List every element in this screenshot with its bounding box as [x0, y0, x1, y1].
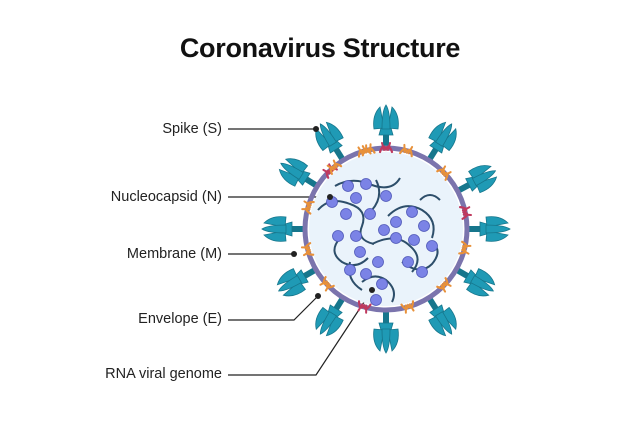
leader-line-rna	[228, 289, 373, 376]
label-envelope: Envelope (E)	[138, 311, 222, 327]
membrane-protein	[300, 242, 315, 257]
nucleocapsid-bead	[408, 234, 420, 246]
nucleocapsid-bead	[378, 224, 390, 236]
label-nucleocapsid: Nucleocapsid (N)	[110, 189, 222, 205]
rna-strand	[401, 243, 439, 271]
envelope-protein	[378, 142, 394, 154]
nucleocapsid-bead	[340, 208, 352, 220]
rna-strand	[333, 237, 369, 267]
nucleocapsid-bead	[376, 278, 388, 290]
nucleocapsid-bead	[402, 256, 414, 268]
leader-dot	[315, 293, 321, 299]
leader-dot	[291, 251, 297, 257]
envelope-protein	[458, 206, 472, 220]
nucleocapsid-bead	[418, 220, 430, 232]
envelope-protein	[357, 300, 372, 314]
rna-strand	[387, 205, 435, 239]
nucleocapsid-bead	[380, 190, 392, 202]
label-membrane: Membrane (M)	[126, 246, 222, 262]
nucleocapsid-bead	[364, 208, 376, 220]
label-rna-genome: RNA viral genome	[105, 366, 222, 382]
spike-protein	[373, 310, 399, 354]
membrane-protein	[319, 276, 335, 292]
membrane-protein	[436, 277, 452, 293]
nucleocapsid-bead	[406, 206, 418, 218]
diagram-title: Coronavirus Structure	[179, 33, 461, 63]
leader-dots	[291, 126, 375, 299]
rna-strand	[371, 179, 381, 211]
rna-strand	[371, 237, 419, 273]
nucleocapsid-bead	[342, 180, 354, 192]
membrane-proteins	[300, 142, 472, 314]
membrane-protein	[361, 143, 376, 157]
nucleocapsid-bead	[416, 266, 428, 278]
rna-strand	[419, 194, 441, 201]
nucleocapsid-bead	[360, 178, 372, 190]
nucleocapsid-bead	[426, 240, 438, 252]
nucleocapsid-bead	[370, 294, 382, 306]
leader-dot	[369, 287, 375, 293]
spike-protein	[261, 216, 305, 242]
membrane-protein	[436, 165, 452, 181]
nucleocapsid-proteins	[326, 178, 438, 306]
nucleocapsid-bead	[360, 268, 372, 280]
nucleocapsid-bead	[350, 230, 362, 242]
membrane-protein	[326, 159, 343, 175]
nucleocapsid-bead	[350, 192, 362, 204]
leader-line-envelope	[228, 295, 319, 321]
nucleocapsid-bead	[332, 230, 344, 242]
membrane-protein	[301, 200, 315, 215]
spike-protein	[456, 165, 498, 194]
spike-protein	[278, 158, 319, 189]
leader-dot	[313, 126, 319, 132]
label-spike: Spike (S)	[162, 121, 222, 137]
membrane-protein	[399, 143, 414, 158]
leader-dot	[327, 194, 333, 200]
nucleocapsid-bead	[390, 216, 402, 228]
spike-proteins	[261, 104, 511, 354]
nucleocapsid-bead	[390, 232, 402, 244]
nucleocapsid-bead	[372, 256, 384, 268]
spike-protein	[373, 104, 399, 148]
spike-protein	[467, 216, 511, 242]
nucleocapsid-bead	[354, 246, 366, 258]
nucleocapsid-bead	[344, 264, 356, 276]
membrane-protein	[458, 240, 472, 255]
membrane-protein	[400, 300, 415, 314]
spike-protein	[315, 121, 346, 162]
